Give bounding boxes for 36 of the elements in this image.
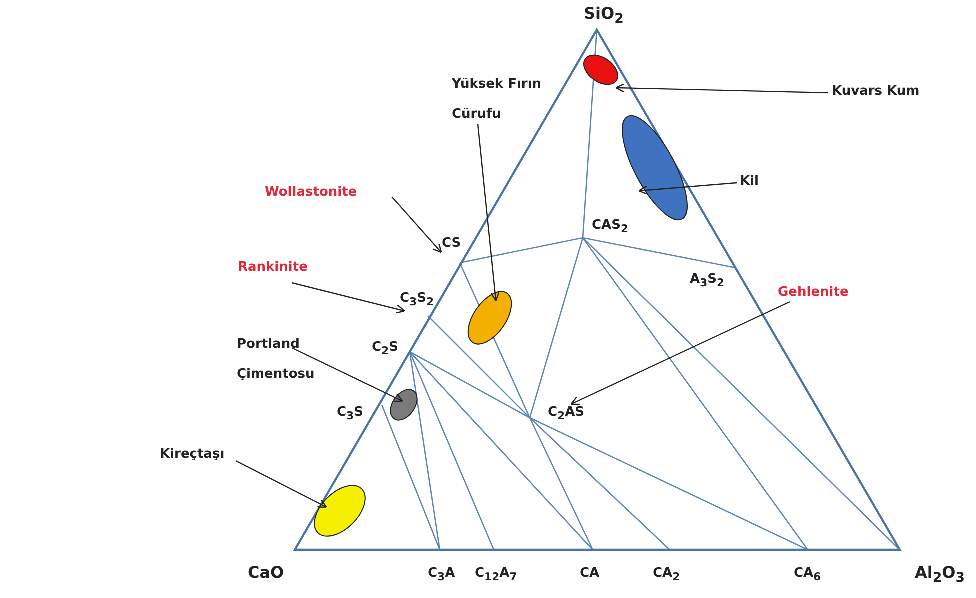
vertex-label: CaO (248, 565, 284, 581)
phase-label: C$_{2}$S (372, 340, 398, 360)
phase-label: C$_{12}$A$_{7}$ (475, 566, 518, 586)
callout-label: Kireçtaşı (160, 447, 225, 463)
region-ellipse (314, 485, 366, 537)
leader-arrow (292, 347, 404, 402)
phase-label: CA$_{6}$ (794, 566, 822, 586)
leader-arrow (570, 301, 790, 406)
vertex-label: SiO$_{2}$ (584, 6, 624, 28)
vertex-label: Al$_{2}$O$_{3}$ (915, 565, 966, 588)
callout-label: Portland Çimentosu (237, 330, 342, 390)
callout-label: Kuvars Kum (832, 84, 920, 100)
phase-label: CAS$_{2}$ (592, 218, 629, 238)
region-ellipse (622, 116, 688, 220)
callout-label: Kil (740, 174, 759, 190)
leader-arrow (477, 124, 500, 302)
phase-label: C$_{2}$AS (548, 405, 585, 425)
leader-arrow (236, 460, 328, 508)
leader-arrow (616, 83, 828, 94)
callout-label: Wollastonite (265, 185, 358, 201)
region-ellipse (583, 54, 619, 86)
callout-label: Gehlenite (778, 285, 849, 301)
phase-label: CA$_{2}$ (653, 566, 680, 586)
phase-label: A$_{3}$S$_{2}$ (690, 272, 725, 292)
region-ellipse (468, 291, 512, 345)
phase-label: CS (442, 236, 462, 252)
leader-arrow (292, 282, 406, 314)
phase-label: CA (580, 566, 600, 582)
phase-label: C$_{3}$A (428, 566, 456, 586)
callout-label: Rankinite (238, 260, 308, 276)
phase-label: C$_{3}$S$_{2}$ (400, 291, 434, 311)
phase-label: C$_{3}$S (337, 405, 364, 425)
leader-arrow (392, 196, 442, 254)
callout-label: Yüksek Fırın Cürufu (452, 70, 562, 130)
region-ellipse (390, 389, 418, 421)
leader-arrow (638, 182, 738, 196)
